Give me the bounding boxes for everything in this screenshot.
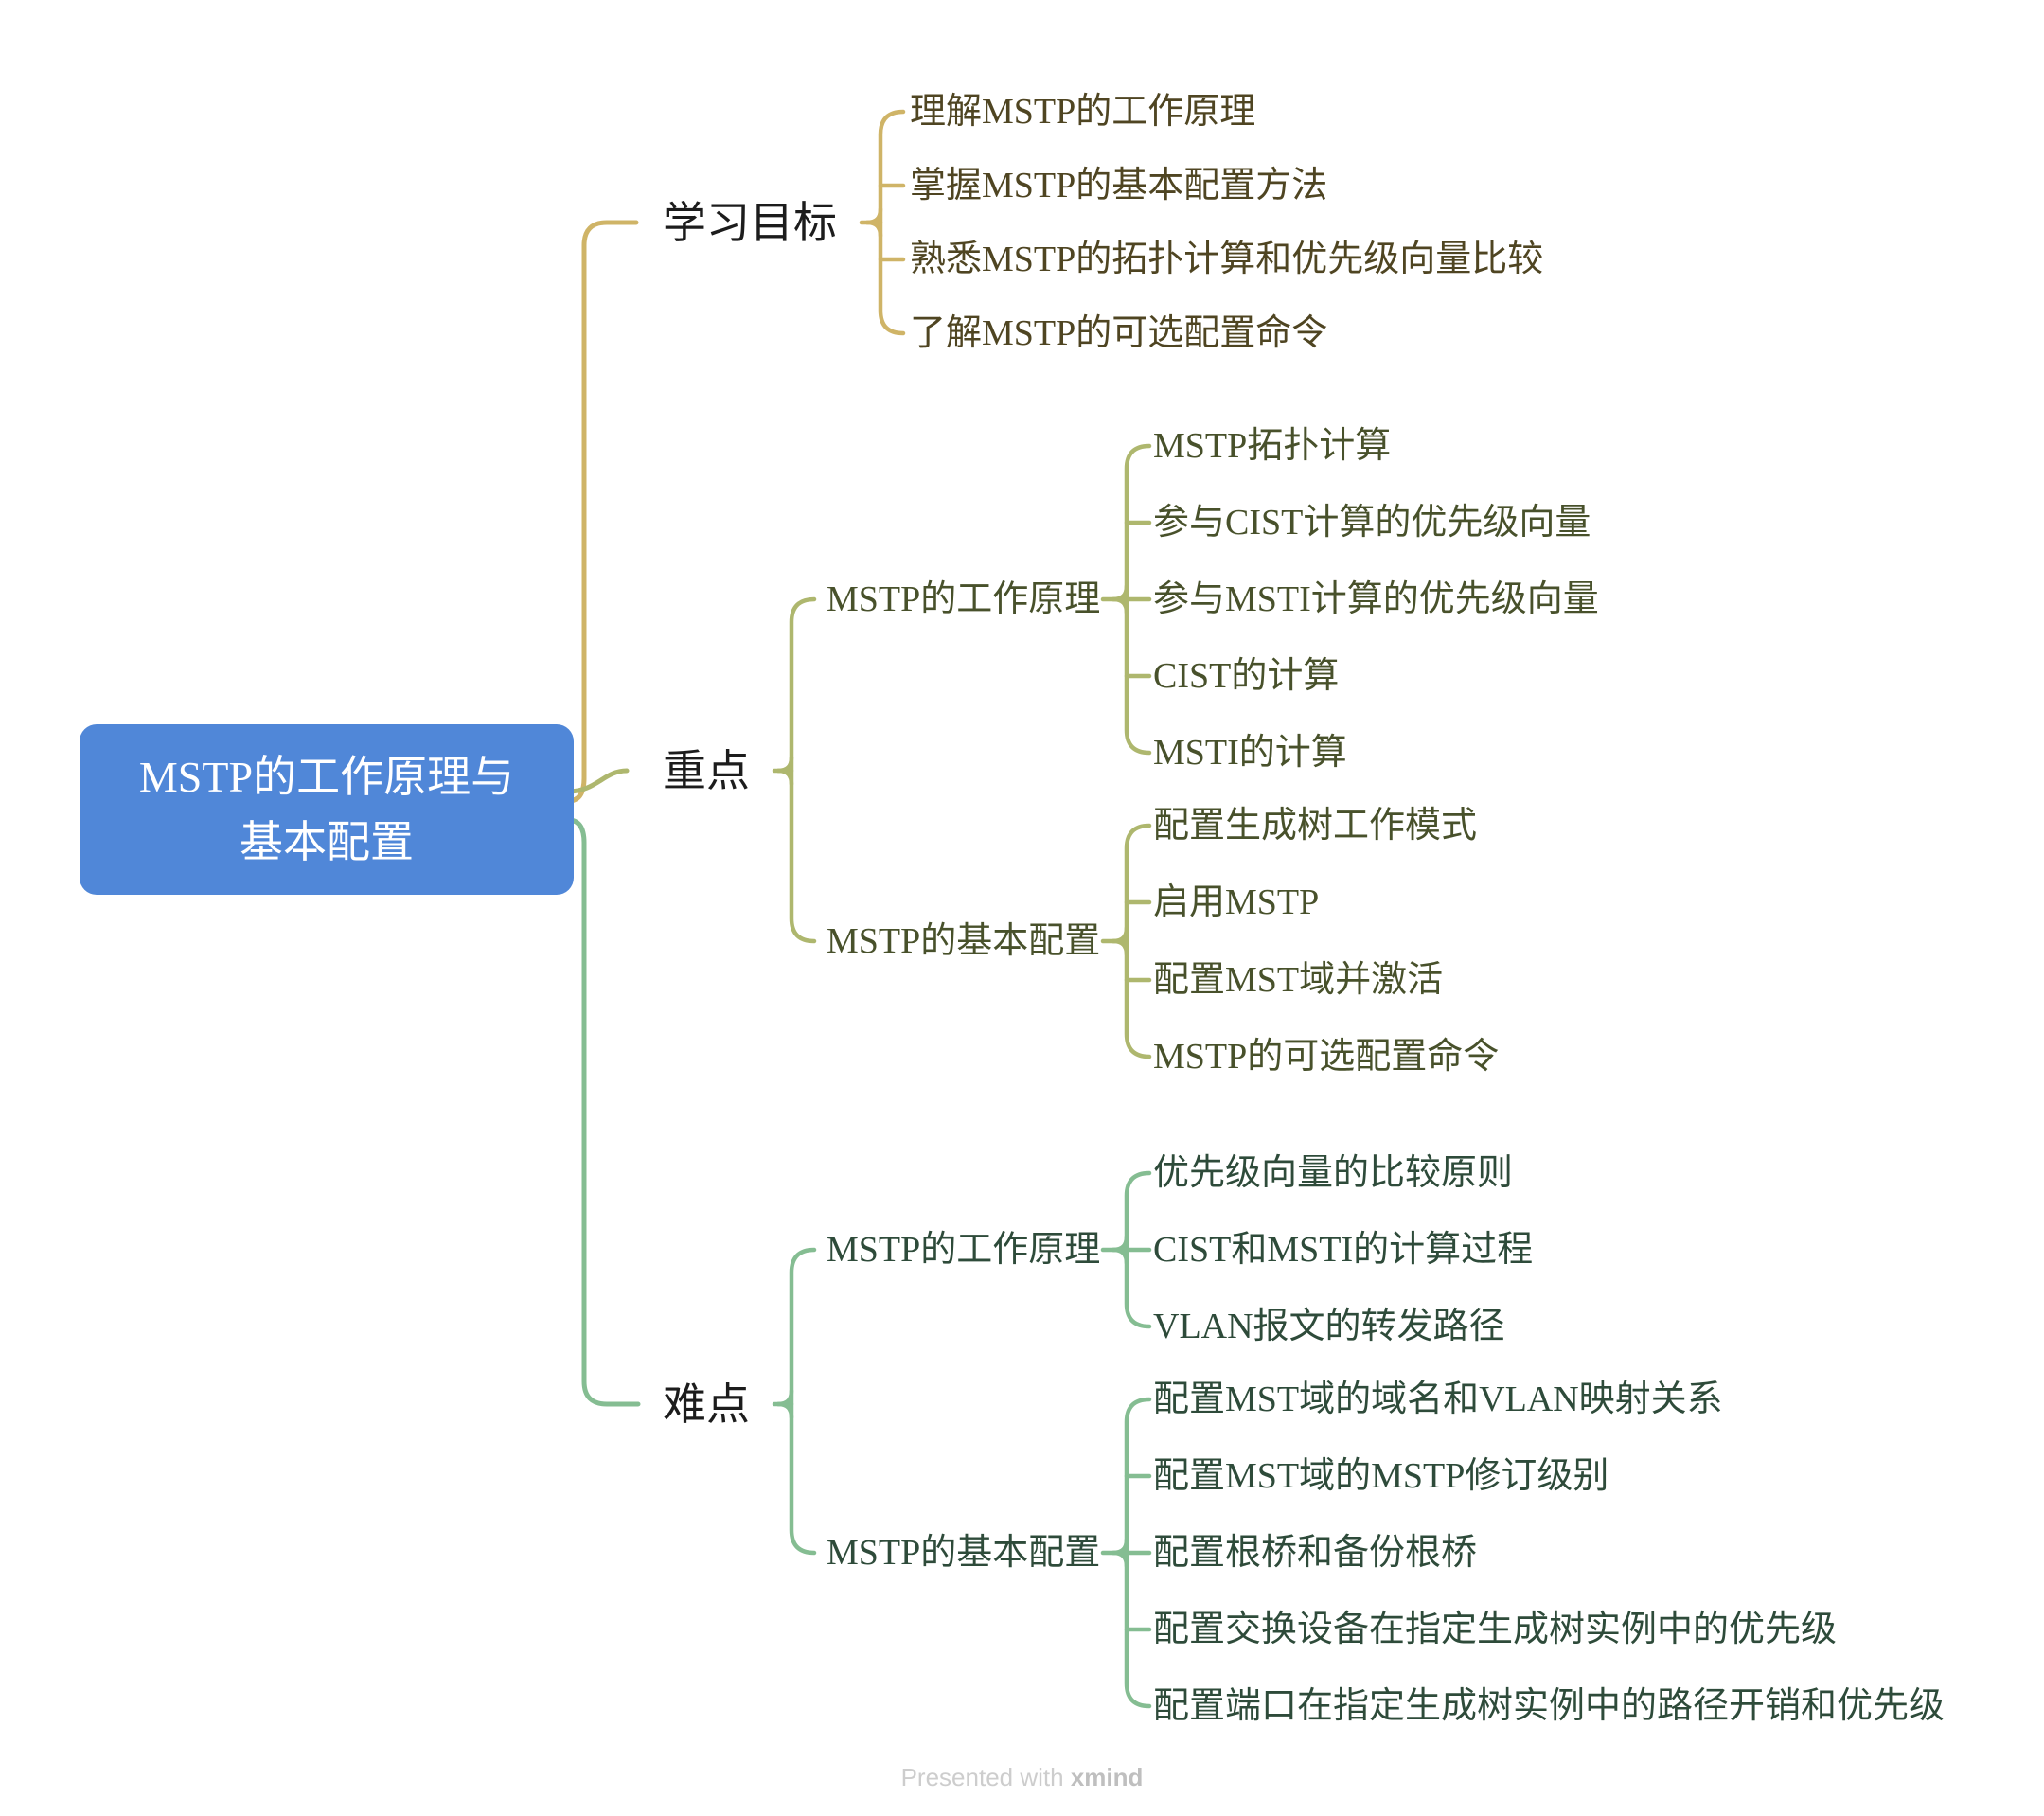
leaf-topic-label[interactable]: 配置MST域并激活 (1153, 960, 1444, 1000)
connector-line (1124, 823, 1152, 1059)
xmind-brand: xmind (1070, 1763, 1144, 1791)
subtopic-label[interactable]: MSTP的工作原理 (826, 1230, 1101, 1270)
leaf-topic-label[interactable]: MSTP拓扑计算 (1153, 426, 1392, 466)
subtopic-label[interactable]: MSTP的基本配置 (826, 921, 1101, 961)
subtopic-label[interactable]: MSTP的工作原理 (826, 579, 1101, 619)
leaf-topic-label[interactable]: 优先级向量的比较原则 (1153, 1153, 1514, 1193)
connector-line (565, 220, 639, 804)
leaf-topic-label[interactable]: MSTP的可选配置命令 (1153, 1037, 1500, 1077)
root-topic[interactable]: MSTP的工作原理与基本配置 (80, 724, 574, 895)
leaf-topic-label[interactable]: 配置生成树工作模式 (1153, 806, 1478, 846)
footer: Presented with xmind (0, 1763, 2044, 1792)
connector-line (878, 109, 906, 336)
leaf-topic-label[interactable]: CIST和MSTI的计算过程 (1153, 1230, 1534, 1270)
leaf-topic-label[interactable]: 启用MSTP (1153, 882, 1320, 922)
leaf-topic-label[interactable]: VLAN报文的转发路径 (1153, 1307, 1505, 1346)
leaf-topic-label[interactable]: 了解MSTP的可选配置命令 (910, 313, 1328, 353)
leaf-topic-label[interactable]: 参与MSTI计算的优先级向量 (1153, 579, 1599, 619)
leaf-topic-label[interactable]: MSTI的计算 (1153, 733, 1347, 773)
connector-line (565, 817, 641, 1407)
leaf-topic-label[interactable]: 掌握MSTP的基本配置方法 (910, 166, 1328, 205)
main-topic-label[interactable]: 重点 (663, 746, 750, 795)
leaf-topic-label[interactable]: CIST的计算 (1153, 656, 1340, 696)
leaf-topic-label[interactable]: 配置端口在指定生成树实例中的路径开销和优先级 (1153, 1686, 1946, 1726)
leaf-topic-label[interactable]: 配置MST域的域名和VLAN映射关系 (1153, 1380, 1723, 1419)
connector-line (565, 768, 630, 794)
connector-line (789, 596, 817, 944)
main-topic-label[interactable]: 学习目标 (663, 198, 837, 247)
leaf-topic-label[interactable]: 参与CIST计算的优先级向量 (1153, 503, 1591, 543)
presented-with-text: Presented with (900, 1763, 1071, 1791)
connector-line (789, 1247, 817, 1556)
leaf-topic-label[interactable]: 配置交换设备在指定生成树实例中的优先级 (1153, 1610, 1838, 1649)
leaf-topic-label[interactable]: 熟悉MSTP的拓扑计算和优先级向量比较 (910, 240, 1544, 279)
leaf-topic-label[interactable]: 理解MSTP的工作原理 (910, 92, 1256, 132)
subtopic-label[interactable]: MSTP的基本配置 (826, 1533, 1101, 1573)
main-topic-label[interactable]: 难点 (663, 1380, 750, 1429)
leaf-topic-label[interactable]: 配置根桥和备份根桥 (1153, 1533, 1478, 1573)
leaf-topic-label[interactable]: 配置MST域的MSTP修订级别 (1153, 1456, 1609, 1496)
